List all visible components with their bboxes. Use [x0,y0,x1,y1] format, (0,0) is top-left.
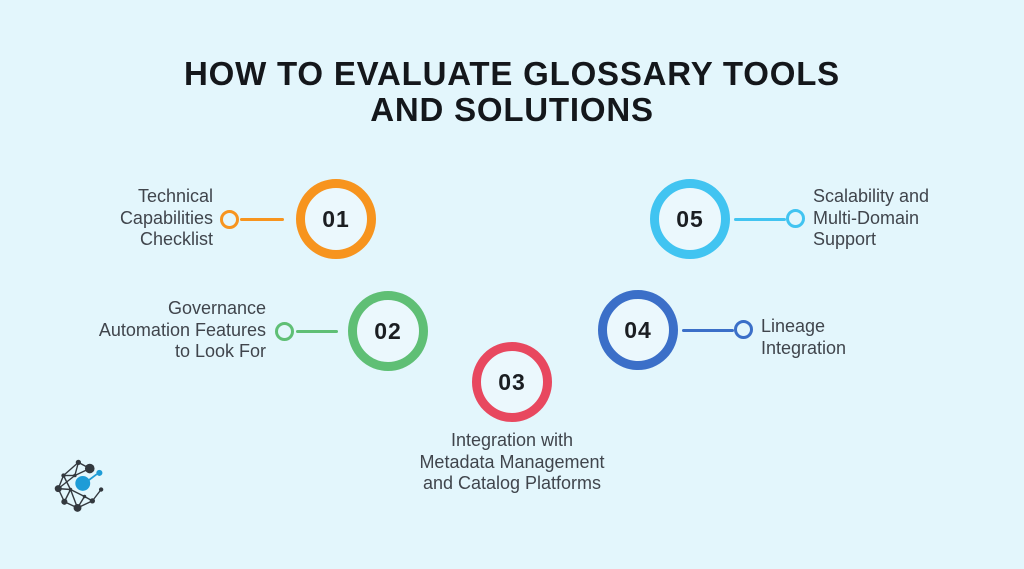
connector-dot-02 [275,322,294,341]
step-label-03: Integration with Metadata Management and… [419,430,605,493]
step-label-05: Scalability and Multi-Domain Support [813,186,930,249]
step-circle-01: 01 [296,179,376,259]
connector-line-01 [240,218,284,221]
step-circle-05: 05 [650,179,730,259]
step-label-02: Governance Automation Features to Look F… [98,298,266,361]
connector-line-02 [296,330,338,333]
connector-line-05 [734,218,786,221]
connector-dot-04 [734,320,753,339]
step-circle-04: 04 [598,290,678,370]
connector-dot-01 [220,210,239,229]
connector-dot-05 [786,209,805,228]
step-number-04: 04 [624,316,652,343]
step-number-01: 01 [322,205,350,232]
connector-line-04 [682,329,734,332]
network-graph-logo-icon [54,459,104,512]
step-number-05: 05 [676,205,704,232]
step-number-03: 03 [498,368,526,395]
step-number-02: 02 [374,317,402,344]
page-title: HOW TO EVALUATE GLOSSARY TOOLS AND SOLUT… [184,55,840,128]
step-label-04: Lineage Integration [761,316,847,358]
step-circle-02: 02 [348,291,428,371]
step-circle-03: 03 [472,342,552,422]
step-label-01: Technical Capabilities Checklist [119,186,213,249]
